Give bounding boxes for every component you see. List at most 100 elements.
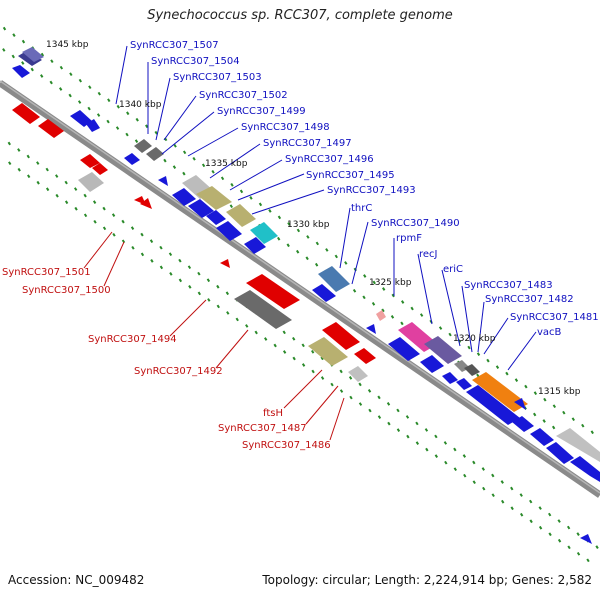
gene-label[interactable]: SynRCC307_1496: [285, 154, 374, 165]
gene-label[interactable]: ftsH: [263, 408, 283, 419]
gene-feature[interactable]: [226, 204, 256, 227]
gene-feature[interactable]: [134, 139, 152, 153]
gene-label[interactable]: SynRCC307_1507: [130, 40, 219, 51]
accession-text: Accession: NC_009482: [8, 573, 145, 587]
gene-label[interactable]: SynRCC307_1499: [217, 106, 306, 117]
gene-arrow-forward[interactable]: [188, 199, 214, 218]
gene-label[interactable]: SynRCC307_1481: [510, 312, 599, 323]
gene-label[interactable]: SynRCC307_1502: [199, 90, 288, 101]
gene-arrow-reverse[interactable]: [92, 163, 108, 175]
scale-tick: [11, 54, 15, 59]
gene-arrow-forward[interactable]: [570, 456, 600, 482]
gene-label[interactable]: SynRCC307_1483: [464, 280, 553, 291]
gene-feature[interactable]: [22, 47, 44, 62]
scale-tick: [552, 404, 557, 409]
gene-label[interactable]: SynRCC307_1503: [173, 72, 262, 83]
gene-feature[interactable]: [308, 337, 348, 366]
gene-arrow-forward[interactable]: [442, 372, 458, 384]
gene-arrow-forward[interactable]: [366, 324, 376, 334]
gene-label[interactable]: eriC: [443, 264, 463, 275]
forward-label-leaders: [115, 45, 537, 371]
gene-feature[interactable]: [146, 147, 164, 161]
gene-feature[interactable]: [196, 186, 232, 210]
scale-tick: [310, 349, 315, 354]
gene-arrow-reverse[interactable]: [140, 198, 152, 209]
gene-label[interactable]: rpmF: [396, 233, 422, 244]
gene-arrow-reverse[interactable]: [80, 154, 100, 168]
scale-tick: [551, 425, 556, 430]
scale-tick: [352, 288, 357, 293]
scale-tick: [159, 245, 163, 250]
scale-label: 1320 kbp: [453, 334, 496, 344]
gene-arrow-reverse[interactable]: [12, 103, 40, 124]
scale-tick: [368, 408, 372, 413]
gene-label[interactable]: SynRCC307_1486: [242, 440, 331, 451]
gene-feature[interactable]: [376, 310, 386, 321]
gene-arrow-forward[interactable]: [216, 221, 242, 241]
gene-arrow-forward[interactable]: [86, 119, 100, 132]
gene-arrow-forward[interactable]: [124, 153, 140, 165]
scale-tick: [59, 87, 63, 91]
gene-feature[interactable]: [234, 290, 292, 329]
gene-arrow-forward[interactable]: [514, 398, 526, 410]
scale-tick: [125, 132, 129, 137]
gene-label[interactable]: SynRCC307_1501: [2, 267, 91, 278]
gene-feature[interactable]: [464, 364, 480, 376]
gene-label[interactable]: SynRCC307_1494: [88, 334, 177, 345]
gene-arrow-forward[interactable]: [244, 237, 266, 254]
scale-label: 1330 kbp: [287, 220, 330, 230]
gene-feature[interactable]: [250, 222, 278, 244]
gene-label[interactable]: recJ: [419, 249, 438, 260]
gene-label[interactable]: SynRCC307_1482: [485, 294, 574, 305]
forward-gene-labels: SynRCC307_1507 SynRCC307_1504 SynRCC307_…: [130, 40, 599, 338]
gene-label[interactable]: vacB: [537, 327, 562, 338]
gene-label[interactable]: SynRCC307_1504: [151, 56, 240, 67]
scale-tick: [64, 180, 68, 185]
scale-tick: [154, 130, 158, 135]
gene-label[interactable]: SynRCC307_1497: [263, 138, 352, 149]
gene-feature[interactable]: [424, 336, 462, 364]
gene-label[interactable]: SynRCC307_1490: [371, 218, 460, 229]
scale-tick: [254, 330, 258, 335]
gene-arrow-forward[interactable]: [312, 284, 336, 302]
gene-feature[interactable]: [556, 428, 600, 462]
gene-arrow-forward[interactable]: [580, 534, 592, 544]
gene-feature[interactable]: [78, 172, 104, 192]
scale-tick: [201, 163, 206, 168]
gene-label[interactable]: SynRCC307_1493: [327, 185, 416, 196]
gene-feature[interactable]: [318, 266, 350, 292]
gene-arrow-forward[interactable]: [530, 428, 554, 446]
gene-label[interactable]: SynRCC307_1500: [22, 285, 111, 296]
gene-arrow-forward[interactable]: [206, 210, 226, 225]
scale-tick: [505, 371, 509, 376]
gene-label[interactable]: SynRCC307_1492: [134, 366, 223, 377]
gene-feature[interactable]: [348, 366, 368, 382]
gene-arrow-reverse[interactable]: [354, 348, 376, 364]
scale-tick: [438, 326, 443, 330]
gene-arrow-forward[interactable]: [456, 378, 472, 390]
gene-arrow-forward[interactable]: [420, 355, 444, 373]
gene-arrow-reverse[interactable]: [246, 274, 300, 309]
gene-arrow-forward[interactable]: [388, 337, 420, 361]
gene-label[interactable]: thrC: [351, 203, 372, 214]
gene-arrow-reverse[interactable]: [220, 259, 230, 268]
gene-label[interactable]: SynRCC307_1498: [241, 122, 330, 133]
scale-tick: [453, 467, 457, 472]
gene-feature[interactable]: [12, 65, 30, 78]
scale-tick: [406, 434, 410, 439]
gene-arrow-forward[interactable]: [158, 176, 168, 186]
gene-arrow-forward[interactable]: [546, 442, 574, 464]
scale-tick: [514, 378, 519, 382]
scale-tick: [2, 48, 6, 52]
scale-tick: [387, 421, 391, 426]
gene-label[interactable]: SynRCC307_1495: [306, 170, 395, 181]
scale-tick: [172, 165, 177, 169]
gene-arrow-forward[interactable]: [512, 416, 534, 432]
gene-arrow-forward[interactable]: [172, 188, 196, 206]
gene-arrow-forward[interactable]: [70, 110, 92, 127]
gene-arrow-reverse[interactable]: [38, 119, 64, 138]
gene-label[interactable]: SynRCC307_1487: [218, 423, 307, 434]
gene-arrow-reverse[interactable]: [322, 322, 360, 350]
gene-arrow-forward[interactable]: [466, 385, 520, 425]
gene-features: [12, 47, 600, 544]
